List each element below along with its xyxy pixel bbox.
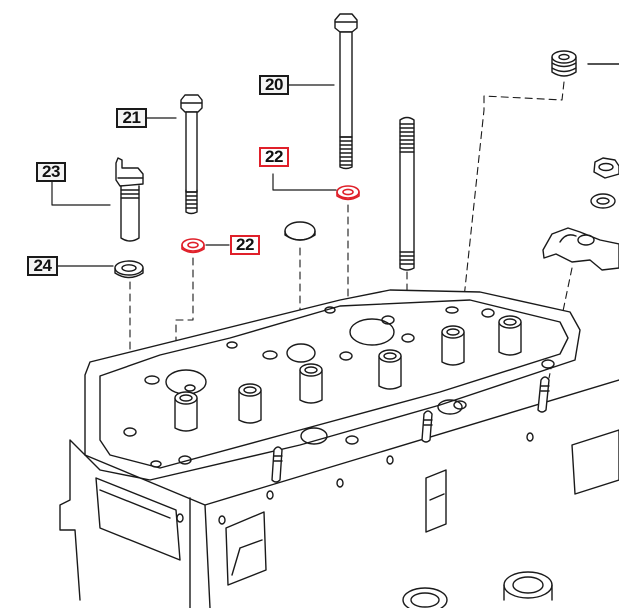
bolt-23[interactable] [115,157,144,242]
washer-22-upper[interactable] [336,185,360,201]
bolt-holes [123,306,555,525]
side-studs [271,376,550,483]
cylinder-head[interactable] [59,289,619,609]
rocker-bracket[interactable] [542,227,619,271]
callout-20[interactable]: 20 [259,75,289,95]
valve-cap[interactable] [551,50,619,77]
bolt-20[interactable] [334,13,358,170]
valve-guides [174,315,522,432]
callout-21[interactable]: 21 [116,108,147,128]
core-plug[interactable] [284,221,316,241]
washer-24[interactable] [114,260,144,279]
callout-leaders [51,84,337,267]
bolt-21[interactable] [180,94,203,215]
stud[interactable] [399,116,415,271]
callout-23[interactable]: 23 [36,162,66,182]
callout-24[interactable]: 24 [27,256,58,276]
bolt-20-threads [339,136,353,170]
callout-22-upper[interactable]: 22 [259,147,289,167]
washer-right[interactable] [590,193,616,209]
bottom-seals [402,571,553,613]
washer-22-left[interactable] [181,238,205,254]
nut[interactable] [593,157,619,179]
callout-22-left[interactable]: 22 [230,235,260,255]
